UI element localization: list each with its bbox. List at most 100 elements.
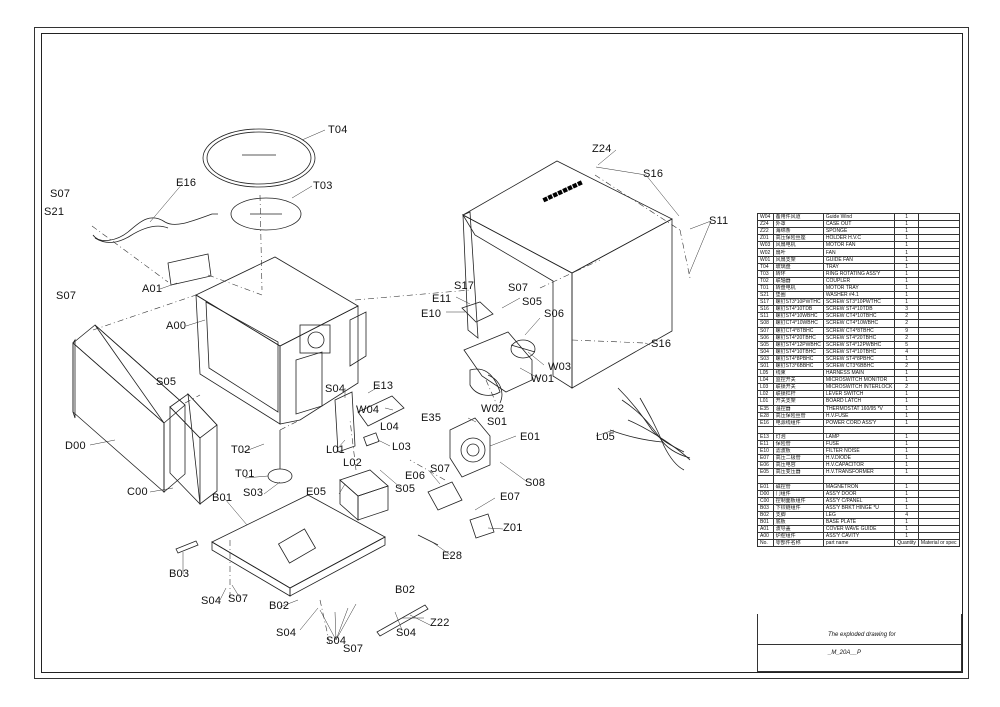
tray-motor-drawing bbox=[267, 430, 293, 484]
callout-E07: E07 bbox=[500, 491, 521, 503]
hv-fuse-drawing bbox=[417, 534, 439, 546]
callout-A00: A00 bbox=[166, 320, 187, 332]
bom-spec bbox=[917, 361, 961, 371]
bom-spec bbox=[917, 347, 961, 356]
callout-L04: L04 bbox=[380, 421, 399, 433]
bom-no: T01 bbox=[757, 283, 774, 293]
bom-qty bbox=[894, 475, 919, 484]
bom-part-name: ASS'Y BRKT HINGE *U bbox=[822, 503, 896, 512]
bom-spec bbox=[917, 525, 961, 534]
bom-spec bbox=[917, 276, 961, 285]
bom-no: S06 bbox=[757, 333, 774, 342]
bom-cn-name: 高压变压器 bbox=[772, 468, 824, 477]
bom-cn-name: 转盘电机 bbox=[772, 283, 824, 293]
bom-spec: Material or spec bbox=[917, 539, 961, 548]
bom-no: L04 bbox=[757, 376, 774, 385]
callout-L01: L01 bbox=[326, 444, 345, 456]
callout-S05-left: S05 bbox=[156, 376, 177, 388]
callout-S04-e: S04 bbox=[325, 383, 346, 395]
bom-qty: 1 bbox=[894, 454, 919, 463]
callout-T02: T02 bbox=[231, 444, 251, 456]
bom-qty: 2 bbox=[894, 361, 919, 371]
bom-qty: 1 bbox=[894, 418, 919, 427]
bom-spec bbox=[917, 454, 961, 463]
bom-part-name: MAGNETRON bbox=[822, 482, 896, 491]
bom-spec bbox=[917, 305, 961, 314]
callout-S04-a: S04 bbox=[201, 595, 222, 607]
fan-motor-drawing bbox=[510, 339, 536, 359]
bom-qty: 2 bbox=[894, 319, 919, 328]
bom-part-name: SCREW CT4*8TBHC bbox=[822, 326, 896, 335]
bom-no: Z24 bbox=[757, 220, 774, 229]
bom-spec bbox=[917, 291, 961, 300]
callout-A01: A01 bbox=[142, 283, 163, 295]
bom-part-name: HOLDER H.V.C bbox=[822, 234, 896, 243]
bom-part-name: SCREW ST4*20TBHC bbox=[822, 333, 896, 342]
bom-no bbox=[757, 425, 774, 434]
bom-spec bbox=[917, 248, 961, 257]
bom-no: S11 bbox=[757, 312, 774, 321]
bom-cn-name: 支脚 bbox=[772, 510, 824, 520]
bom-spec bbox=[917, 269, 961, 278]
bom-qty: 1 bbox=[894, 390, 919, 399]
bom-spec bbox=[917, 432, 961, 442]
bom-cn-name: 滤波板 bbox=[772, 447, 824, 456]
bom-spec bbox=[917, 482, 961, 491]
bom-part-name: COUPLER bbox=[822, 276, 896, 285]
bom-cn-name: 螺钉ST4*10TBHC bbox=[772, 347, 824, 356]
bom-no: S03 bbox=[757, 354, 774, 363]
callout-S01: S01 bbox=[487, 416, 508, 428]
bom-qty: 1 bbox=[894, 369, 919, 378]
bom-no: S21 bbox=[757, 291, 774, 300]
bom-spec bbox=[917, 418, 961, 427]
bom-cn-name: 下铰链组件 bbox=[772, 503, 824, 512]
magnetron-drawing bbox=[449, 417, 491, 478]
bom-spec bbox=[917, 369, 961, 378]
bom-no: S08 bbox=[757, 319, 774, 328]
bom-spec bbox=[917, 376, 961, 385]
callout-S04-b: S04 bbox=[276, 627, 297, 639]
bom-spec bbox=[917, 475, 961, 484]
bom-no: E01 bbox=[757, 482, 774, 491]
bom-no: E35 bbox=[757, 404, 774, 413]
bom-part-name: H.V.CAPACITOR bbox=[822, 461, 896, 470]
bom-spec bbox=[917, 496, 961, 505]
callout-B02-a: B02 bbox=[269, 600, 290, 612]
bom-no: E11 bbox=[757, 439, 774, 449]
bom-no: No. bbox=[757, 539, 774, 548]
callout-E11: E11 bbox=[432, 293, 452, 305]
bom-row bbox=[757, 475, 961, 484]
bom-qty: 1 bbox=[894, 525, 919, 534]
guide-wind-drawing bbox=[357, 395, 405, 427]
bom-spec bbox=[917, 333, 961, 342]
bom-spec bbox=[917, 461, 961, 470]
bom-no: E06 bbox=[757, 461, 774, 470]
bom-spec bbox=[917, 411, 961, 420]
bom-cn-name: 垫圈 bbox=[772, 291, 824, 300]
bom-cn-name: 螺钉ST3*10PWTHC bbox=[772, 298, 824, 307]
bom-part-name: H.V.DIODE bbox=[822, 454, 896, 463]
bom-qty: 1 bbox=[894, 220, 919, 229]
bom-part-name: THERMOSTAT 160/95 *V bbox=[822, 404, 896, 413]
bom-cn-name: 监控开关 bbox=[772, 376, 824, 385]
bom-spec bbox=[917, 227, 961, 236]
bom-spec bbox=[917, 312, 961, 321]
bom-qty: 1 bbox=[894, 283, 919, 293]
callout-S16-top: S16 bbox=[643, 168, 664, 180]
bom-spec bbox=[917, 298, 961, 307]
bom-spec bbox=[917, 397, 961, 406]
bom-part-name: ASS'Y DOOR bbox=[822, 489, 896, 498]
bom-spec bbox=[917, 447, 961, 456]
